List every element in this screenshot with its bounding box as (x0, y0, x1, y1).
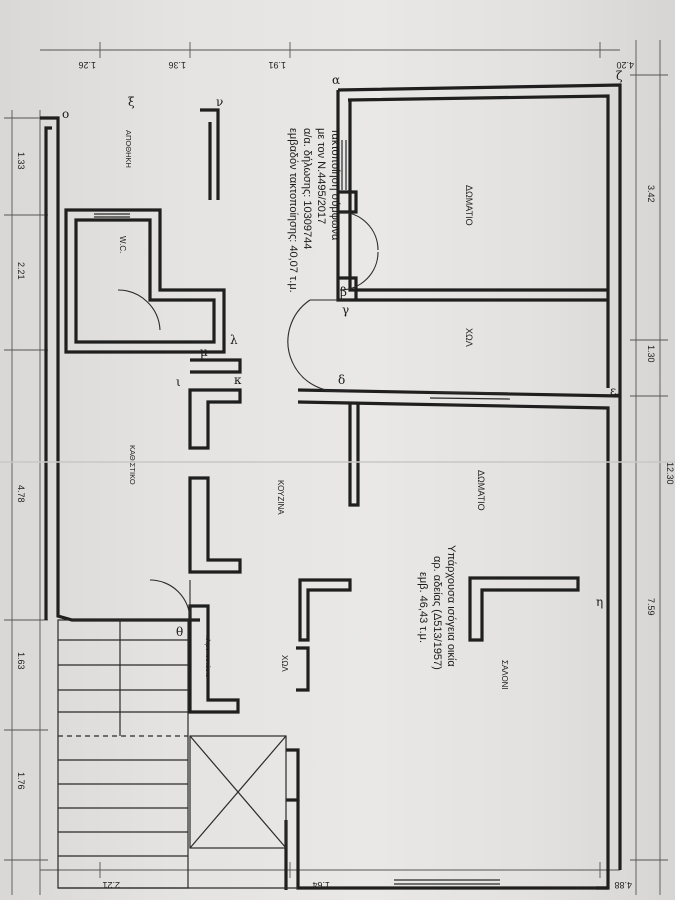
dim-right-1: 3.42 (646, 185, 656, 203)
corner-epsilon: ε (610, 384, 616, 398)
room-label-salon: ΣΑΛΟΝΙ (500, 660, 509, 690)
room-label-wc: W.C. (118, 236, 127, 253)
corner-kappa: κ (234, 373, 242, 387)
dim-right-3: 7.59 (646, 598, 656, 616)
room-label-room1: ΔΩΜΑΤΙΟ (464, 185, 474, 226)
dim-bottom-3: 2.21 (102, 880, 120, 890)
doors (117, 211, 379, 621)
corner-gamma: γ (342, 303, 349, 317)
corner-zeta: ζ (616, 69, 623, 83)
note-reg-line-3: α/α. δήλωσης: 10309744 (301, 128, 313, 249)
room-label-staircase: κλιμακοστάσιο (204, 636, 212, 678)
dim-top-3: 1.36 (168, 60, 186, 70)
dim-left-5: 1.76 (16, 772, 26, 790)
room-label-hall1: ΧΩΛ (464, 328, 474, 347)
corner-labels: α β γ δ ε ζ η θ ι κ λ μ ν ξ ο (62, 69, 623, 639)
note-reg-line-1: Τακτοποίηση σύμφωνα (329, 128, 341, 241)
corner-omicron: ο (62, 107, 69, 121)
corner-iota: ι (176, 375, 181, 389)
corner-eta: η (596, 595, 603, 609)
corner-xi: ξ (128, 95, 135, 109)
dim-left-1: 1.33 (16, 152, 26, 170)
dim-top-2: 1.91 (268, 60, 286, 70)
dim-left-4: 1.63 (16, 652, 26, 670)
dim-right-total: 12.30 (665, 462, 675, 485)
dimension-texts: 12.30 3.42 1.30 7.59 1.33 2.21 4.78 1.63… (16, 60, 675, 890)
corner-mu: μ (200, 345, 208, 359)
corner-alpha: α (332, 73, 340, 87)
note-reg-line-4: εμβαδόν τακτοποίησης: 40,07 τ.μ. (287, 128, 299, 293)
dim-top-4: 1.26 (78, 60, 96, 70)
room-label-room2: ΔΩΜΑΤΙΟ (476, 470, 486, 511)
walls (40, 83, 622, 890)
corner-beta: β (340, 285, 347, 299)
dim-left-2: 2.21 (16, 262, 26, 280)
note-existing-line-1: Υπάρχουσα ισόγεια οικία (445, 545, 457, 667)
corner-theta: θ (176, 625, 183, 639)
dimension-lines (4, 40, 668, 895)
stair-void (189, 735, 287, 849)
corner-nu: ν (216, 95, 223, 109)
regularization-note: Τακτοποίηση σύμφωνα με τον Ν.4495/2017 α… (287, 128, 341, 293)
note-existing-line-3: εμβ. 46,43 τ.μ. (417, 572, 429, 643)
dim-right-2: 1.30 (646, 345, 656, 363)
dim-bottom-1: 4.88 (614, 880, 632, 890)
dim-left-3: 4.78 (16, 485, 26, 503)
room-label-hall2: ΧΩΛ (280, 655, 289, 672)
note-reg-line-2: με τον Ν.4495/2017 (315, 128, 327, 224)
note-existing-line-2: αρ. αδείας (Δ513/1957) (431, 556, 443, 670)
dim-bottom-2: 1.64 (312, 880, 330, 890)
room-label-living: ΚΑΘΙΣΤΙΚΟ (128, 445, 137, 485)
room-labels: ΔΩΜΑΤΙΟ ΧΩΛ ΔΩΜΑΤΙΟ ΑΠΟΘΗΚΗ W.C. ΚΟΥΖΙΝΑ… (118, 130, 509, 690)
dim-top-1: 4.20 (616, 60, 634, 70)
windows (94, 140, 511, 885)
corner-delta: δ (338, 373, 345, 387)
corner-lambda: λ (230, 333, 238, 347)
room-label-kitchen: ΚΟΥΖΙΝΑ (276, 480, 285, 515)
existing-house-note: Υπάρχουσα ισόγεια οικία αρ. αδείας (Δ513… (417, 545, 457, 670)
staircase (57, 619, 298, 889)
room-label-storage: ΑΠΟΘΗΚΗ (124, 130, 133, 168)
